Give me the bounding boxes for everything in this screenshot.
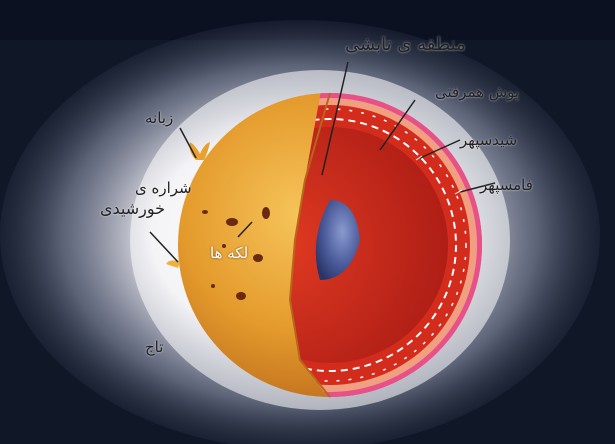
label-solar-flare-line1: شراره ی: [135, 179, 192, 197]
label-sunspots: لکه ها: [210, 244, 248, 262]
label-photosphere: فامسپهر: [480, 176, 533, 194]
label-corona: تاج: [145, 338, 163, 356]
label-chromosphere: شیدسپهر: [460, 131, 517, 149]
label-solar-flare-line2: خورشیدی: [100, 200, 165, 218]
label-convective-zone: پوش همرفتی: [435, 83, 519, 101]
label-radiative-zone: منطقه ی تابشی: [345, 36, 466, 54]
label-prominence: زبانه: [145, 109, 173, 127]
